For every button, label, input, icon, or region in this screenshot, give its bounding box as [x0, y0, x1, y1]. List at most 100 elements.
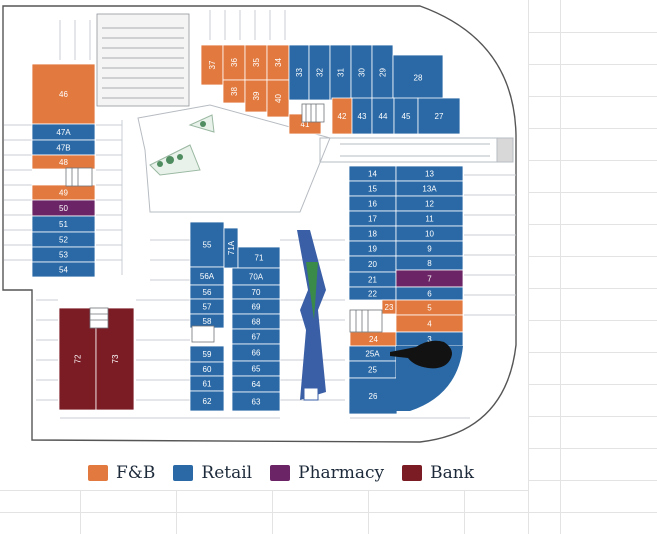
store-label-59: 59	[203, 350, 212, 359]
stairs-icon	[65, 103, 383, 343]
legend-item-bank: Bank	[402, 463, 474, 483]
store-label-3: 3	[427, 335, 432, 344]
store-label-28: 28	[414, 74, 423, 83]
store-label-16: 16	[368, 200, 377, 209]
legend-swatch-fnb	[88, 465, 108, 481]
legend-item-pharmacy: Pharmacy	[270, 463, 384, 483]
store-label-49: 49	[59, 189, 68, 198]
store-label-62: 62	[203, 397, 212, 406]
store-unit-28[interactable]	[392, 54, 444, 101]
store-label-70: 70	[252, 288, 261, 297]
store-unit-54[interactable]	[31, 261, 96, 278]
store-unit-63[interactable]	[231, 391, 281, 412]
legend-swatch-bank	[402, 465, 423, 481]
store-label-57: 57	[203, 303, 212, 312]
store-label-33: 33	[295, 68, 304, 77]
store-label-38: 38	[230, 87, 239, 96]
store-label-56: 56	[203, 288, 212, 297]
store-label-45: 45	[402, 112, 411, 121]
store-label-51: 51	[59, 220, 68, 229]
store-label-9: 9	[427, 245, 432, 254]
store-label-42: 42	[338, 112, 347, 121]
store-label-36: 36	[230, 58, 239, 67]
store-label-66: 66	[252, 349, 261, 358]
store-label-7: 7	[427, 275, 432, 284]
store-label-61: 61	[203, 380, 212, 389]
store-label-63: 63	[252, 398, 261, 407]
store-label-4: 4	[427, 320, 432, 329]
store-label-22: 22	[368, 290, 377, 299]
store-label-72: 72	[74, 354, 83, 363]
store-label-10: 10	[425, 230, 434, 239]
store-label-39: 39	[252, 91, 261, 100]
store-label-55: 55	[203, 241, 212, 250]
store-label-8: 8	[427, 259, 432, 268]
store-label-46: 46	[59, 90, 68, 99]
store-units	[31, 44, 464, 415]
store-label-11: 11	[425, 215, 434, 224]
store-label-58: 58	[203, 317, 212, 326]
store-label-34: 34	[274, 58, 283, 67]
store-label-52: 52	[59, 236, 68, 245]
store-label-21: 21	[368, 276, 377, 285]
store-label-13: 13	[425, 170, 434, 179]
legend-item-fnb: F&B	[88, 463, 155, 483]
store-unit-46[interactable]	[31, 63, 96, 125]
escalator-icon	[297, 230, 326, 401]
legend-swatch-retail	[173, 465, 194, 481]
legend-label-bank: Bank	[430, 463, 475, 483]
legend-label-pharmacy: Pharmacy	[298, 463, 385, 483]
store-label-47b: 47B	[56, 144, 70, 153]
store-label-64: 64	[252, 380, 261, 389]
store-label-40: 40	[274, 94, 283, 103]
store-unit-26[interactable]	[348, 377, 398, 415]
legend-label-fnb: F&B	[116, 463, 156, 483]
store-label-44: 44	[379, 112, 388, 121]
store-label-69: 69	[252, 303, 261, 312]
store-label-29: 29	[379, 68, 388, 77]
store-label-5: 5	[427, 304, 432, 313]
store-label-65: 65	[252, 365, 261, 374]
store-label-37: 37	[208, 60, 217, 69]
store-label-32: 32	[316, 68, 325, 77]
store-label-54: 54	[59, 266, 68, 275]
store-label-6: 6	[427, 290, 432, 299]
store-label-70a: 70A	[249, 273, 264, 282]
store-label-18: 18	[368, 230, 377, 239]
store-label-17: 17	[368, 215, 377, 224]
store-unit-27[interactable]	[417, 97, 461, 135]
store-label-26: 26	[369, 392, 378, 401]
store-unit-48[interactable]	[31, 154, 96, 170]
store-label-23: 23	[385, 303, 394, 312]
parking-bays	[4, 10, 516, 419]
store-label-14: 14	[368, 170, 377, 179]
store-label-35: 35	[252, 58, 261, 67]
store-label-71a: 71A	[227, 240, 236, 255]
store-label-27: 27	[435, 112, 444, 121]
store-label-60: 60	[203, 365, 212, 374]
store-label-15: 15	[368, 185, 377, 194]
store-unit-45[interactable]	[393, 97, 419, 135]
store-label-24: 24	[369, 335, 378, 344]
store-label-19: 19	[368, 245, 377, 254]
store-label-48: 48	[59, 158, 68, 167]
store-label-47a: 47A	[56, 128, 71, 137]
store-label-20: 20	[368, 260, 377, 269]
store-label-53: 53	[59, 251, 68, 260]
garden-icon	[149, 114, 215, 176]
store-label-73: 73	[111, 354, 120, 363]
store-unit-62[interactable]	[189, 390, 225, 412]
corridors	[137, 104, 514, 213]
store-label-25: 25	[368, 366, 377, 375]
legend-label-retail: Retail	[201, 463, 253, 483]
store-label-43: 43	[358, 112, 367, 121]
store-label-41: 41	[301, 120, 310, 129]
store-label-67: 67	[252, 333, 261, 342]
store-label-30: 30	[358, 68, 367, 77]
legend-item-retail: Retail	[173, 463, 252, 483]
store-label-68: 68	[252, 318, 261, 327]
store-label-71: 71	[255, 254, 264, 263]
service-area	[96, 13, 190, 107]
